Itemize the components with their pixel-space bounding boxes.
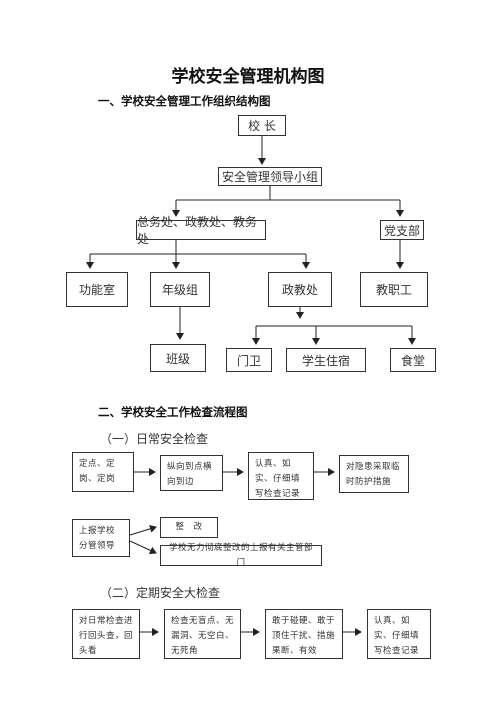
node-gate-guard: 门卫 [226, 348, 272, 372]
periodic-check-heading: （二）定期安全大检查 [100, 586, 221, 600]
node-function-room: 功能室 [66, 272, 128, 307]
page-title: 学校安全管理机构图 [171, 67, 325, 87]
daily-report: 上报学校分管领导 [72, 519, 130, 557]
daily-escalate: 学校无力彻底整改的上报有关主管部门 [160, 543, 322, 568]
periodic-step-4: 认真、如实、仔细填写检查记录 [367, 609, 431, 659]
section2-heading: 二、学校安全工作检查流程图 [98, 405, 248, 419]
node-party-branch: 党支部 [380, 220, 424, 240]
periodic-step-2: 检查无盲点、无漏洞、无空白、无死角 [164, 609, 241, 659]
node-dormitory: 学生住宿 [286, 348, 366, 372]
daily-step-2: 纵向到点横向到边 [160, 455, 223, 491]
node-staff: 教职工 [360, 272, 428, 307]
node-leading-group: 安全管理领导小组 [218, 167, 322, 186]
daily-step-4: 对隐患采取临时防护措施 [339, 455, 409, 493]
periodic-step-3: 敢于碰硬、敢于顶住干扰、措施果断、有效 [265, 609, 343, 659]
section1-heading: 一、学校安全管理工作组织结构图 [98, 94, 271, 108]
daily-step-3: 认真、如实、仔细填写检查记录 [248, 452, 314, 500]
daily-check-heading: （一）日常安全检查 [100, 432, 209, 446]
periodic-step-1: 对日常检查进行回头查，回头看 [72, 609, 140, 659]
node-canteen: 食堂 [390, 348, 436, 372]
node-principal: 校 长 [238, 115, 286, 136]
daily-rectify: 整 改 [160, 517, 218, 538]
node-grade-group: 年级组 [150, 272, 210, 307]
node-offices: 总务处、政教处、教务处 [136, 215, 266, 246]
node-class: 班级 [150, 344, 206, 372]
daily-step-1: 定点、定岗、定岗 [72, 452, 134, 492]
node-political-office: 政教处 [268, 272, 332, 307]
